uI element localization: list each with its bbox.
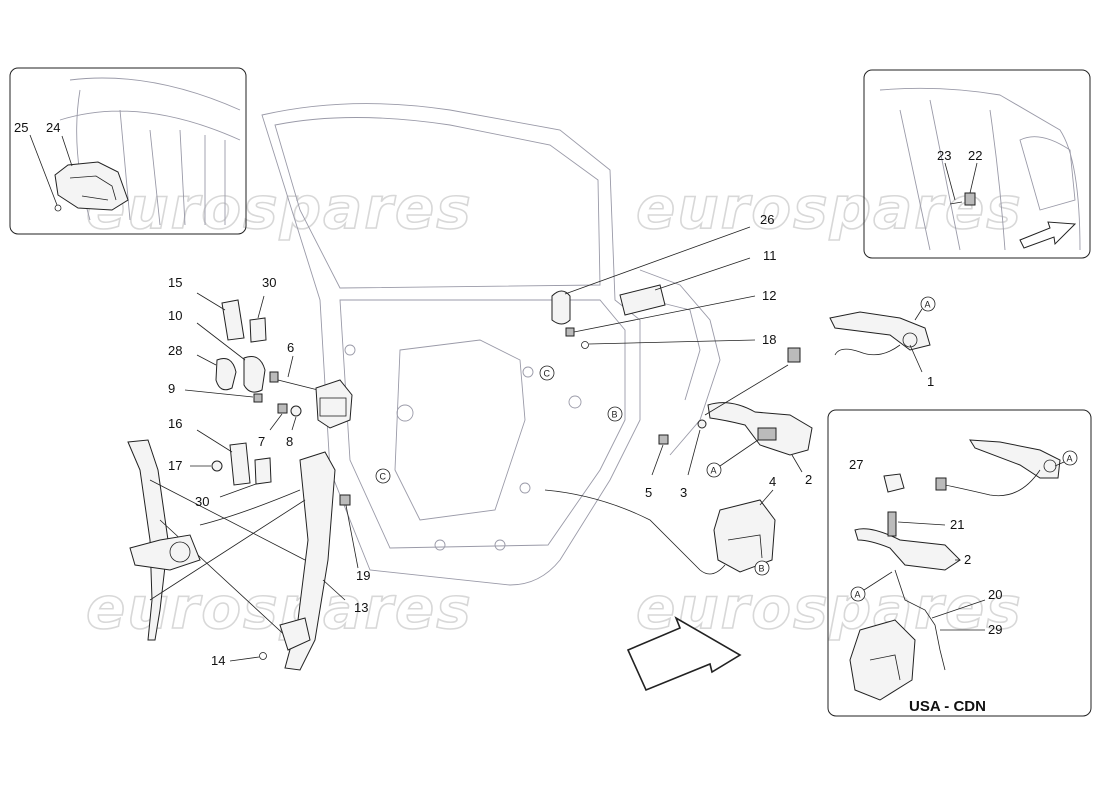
door-assembly — [261, 103, 721, 586]
callout-13: 13 — [354, 600, 368, 615]
watermark-1: eurospares — [86, 174, 473, 242]
callout-11: 11 — [763, 248, 777, 263]
callout-6: 6 — [287, 340, 294, 355]
callout-21: 21 — [950, 517, 964, 532]
callout-17: 17 — [168, 458, 182, 473]
inset-usa-cdn: 27 21 2 20 29 A A USA - CDN — [827, 409, 1092, 717]
callout-4: 4 — [769, 474, 776, 489]
callout-20: 20 — [988, 587, 1002, 602]
callout-3: 3 — [680, 485, 687, 500]
ref-marker-a-2: A — [711, 466, 717, 476]
callout-15: 15 — [168, 275, 182, 290]
ref-marker-a-usa-2: A — [855, 590, 861, 600]
callout-7: 7 — [258, 434, 265, 449]
inset-label: USA - CDN — [909, 698, 986, 715]
direction-arrow-icon — [1019, 221, 1077, 249]
callout-2-usa: 2 — [964, 552, 971, 567]
callout-10: 10 — [168, 308, 182, 323]
inset-top-right: 23 22 — [863, 69, 1091, 259]
ref-marker-b-2: B — [612, 410, 618, 420]
watermark-2: eurospares — [636, 174, 1023, 242]
ref-marker-b-1: B — [759, 564, 765, 574]
watermark-3: eurospares — [86, 574, 473, 642]
callout-5: 5 — [645, 485, 652, 500]
ref-marker-c-2: C — [380, 472, 387, 482]
front-direction-arrow-icon — [626, 616, 742, 692]
callout-9: 9 — [168, 381, 175, 396]
ref-marker-c-1: C — [544, 369, 551, 379]
callout-24: 24 — [46, 120, 60, 135]
callout-12: 12 — [762, 288, 776, 303]
handles: 1 A 2 A 3 — [680, 296, 936, 500]
window-regulator: 14 13 19 — [127, 439, 370, 671]
callout-22: 22 — [968, 148, 982, 163]
ref-marker-a-usa-1: A — [1067, 454, 1073, 464]
callout-23: 23 — [937, 148, 951, 163]
callout-14: 14 — [211, 653, 225, 668]
callout-26: 26 — [760, 212, 774, 227]
inset-top-left: 25 24 — [9, 67, 247, 235]
callout-1: 1 — [927, 374, 934, 389]
ref-marker-a-1: A — [925, 300, 931, 310]
callout-29: 29 — [988, 622, 1002, 637]
watermark-layer: eurospares eurospares eurospares eurospa… — [85, 173, 1023, 643]
callout-28: 28 — [168, 343, 182, 358]
callout-30-top: 30 — [262, 275, 276, 290]
left-parts: 15 30 10 28 6 9 7 8 16 1 — [168, 275, 353, 509]
callout-30-bottom: 30 — [195, 494, 209, 509]
callout-2: 2 — [805, 472, 812, 487]
callout-27: 27 — [849, 457, 863, 472]
lock-assembly: 4 B 5 B C C — [375, 365, 776, 576]
callout-18: 18 — [762, 332, 776, 347]
callout-16: 16 — [168, 416, 182, 431]
upper-right-parts: 26 11 12 18 — [551, 212, 777, 349]
callout-8: 8 — [286, 434, 293, 449]
callout-19: 19 — [356, 568, 370, 583]
callout-25: 25 — [14, 120, 28, 135]
